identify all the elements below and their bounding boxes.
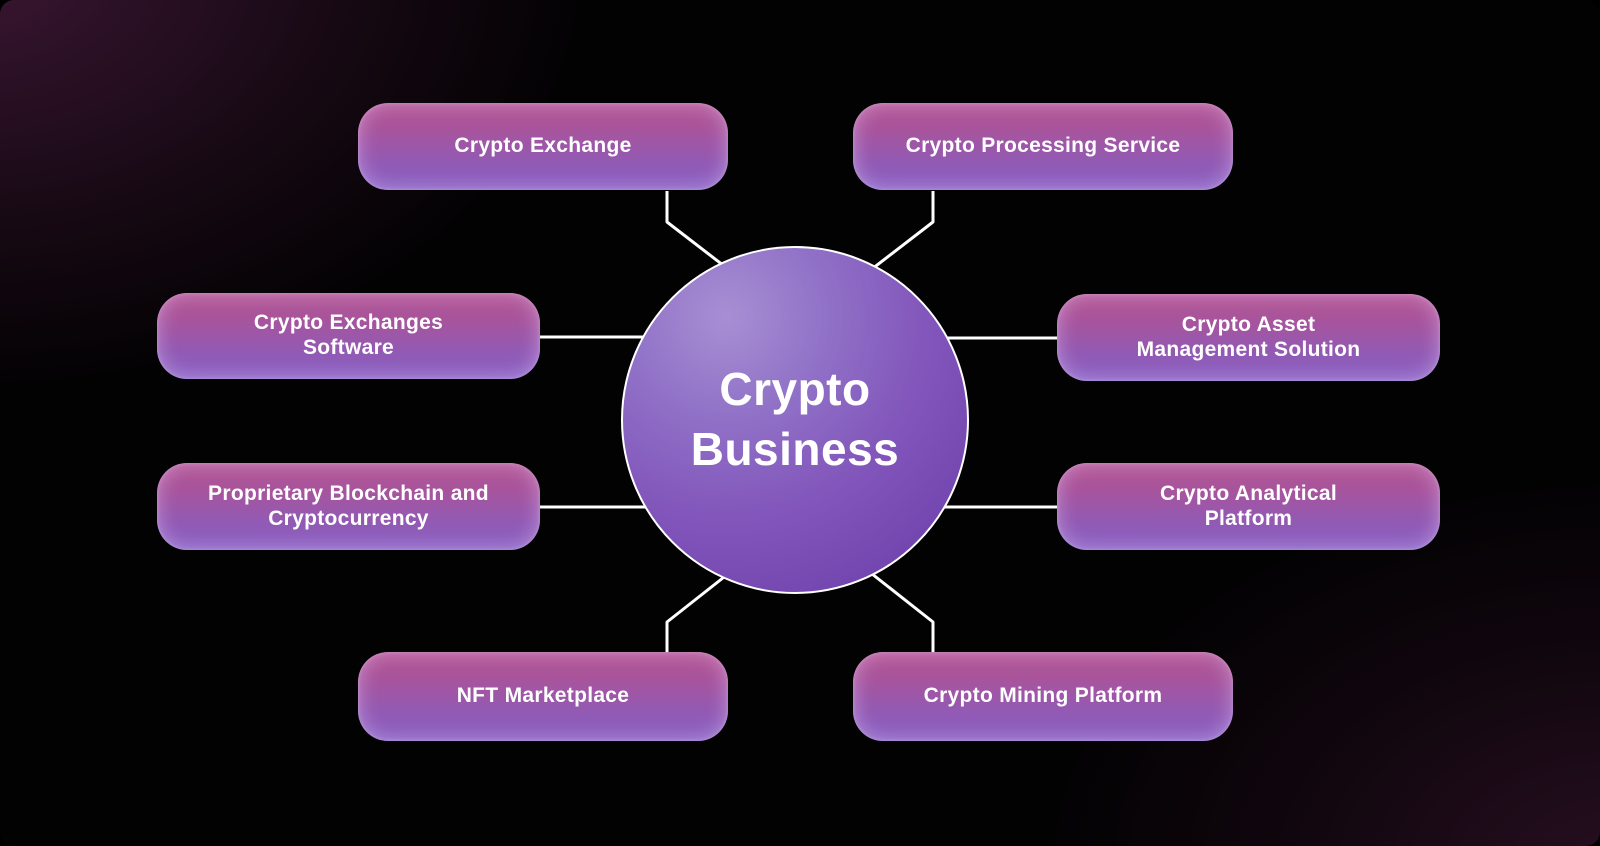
node-label: Crypto Exchange	[454, 134, 632, 158]
node-label: Crypto Asset Management Solution	[1136, 312, 1361, 361]
center-node-label: Crypto Business	[690, 363, 900, 475]
node-crypto-analytical-platform: Crypto Analytical Platform	[1057, 463, 1440, 550]
node-nft-marketplace: NFT Marketplace	[358, 652, 728, 741]
node-crypto-exchanges-software: Crypto Exchanges Software	[157, 293, 540, 379]
node-crypto-mining-platform: Crypto Mining Platform	[853, 652, 1233, 741]
node-proprietary-blockchain-and-cryptocurrency: Proprietary Blockchain and Cryptocurrenc…	[157, 463, 540, 550]
node-label: NFT Marketplace	[456, 684, 630, 708]
node-crypto-asset-management-solution: Crypto Asset Management Solution	[1057, 294, 1440, 381]
node-label: Proprietary Blockchain and Cryptocurrenc…	[208, 481, 489, 530]
node-crypto-exchange: Crypto Exchange	[358, 103, 728, 190]
node-label: Crypto Processing Service	[905, 134, 1181, 158]
node-label: Crypto Analytical Platform	[1159, 481, 1338, 530]
node-label: Crypto Exchanges Software	[253, 311, 444, 359]
node-crypto-processing-service: Crypto Processing Service	[853, 103, 1233, 190]
center-node-crypto-business: Crypto Business	[621, 246, 969, 594]
node-label: Crypto Mining Platform	[923, 684, 1163, 708]
